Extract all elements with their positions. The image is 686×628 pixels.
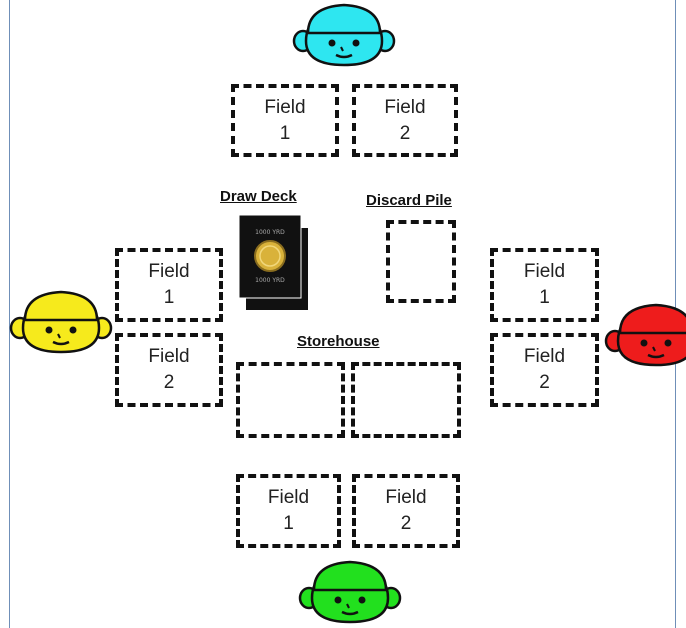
- player-left-face-icon: [9, 290, 113, 354]
- field-label: Field: [267, 487, 310, 508]
- storehouse-slot-1[interactable]: [236, 362, 345, 438]
- field-number: 2: [163, 372, 175, 393]
- frame-left-line: [9, 0, 10, 628]
- svg-text:1000 YRD: 1000 YRD: [255, 277, 285, 284]
- field-label: Field: [523, 346, 566, 367]
- field-label: Field: [384, 96, 426, 118]
- player-bottom-face-icon: [298, 560, 402, 624]
- field-number: 2: [399, 122, 411, 144]
- left-field-2[interactable]: Field 2: [115, 333, 223, 407]
- field-number: 1: [283, 513, 294, 534]
- discard-pile-slot[interactable]: [386, 220, 456, 303]
- field-number: 1: [279, 122, 291, 144]
- right-field-2[interactable]: Field 2: [490, 333, 599, 407]
- right-field-1[interactable]: Field 1: [490, 248, 599, 322]
- field-number: 1: [539, 287, 550, 308]
- draw-deck-cards-icon[interactable]: 1000 YRD 1000 YRD: [238, 212, 310, 312]
- top-field-1[interactable]: Field 1: [231, 84, 339, 157]
- player-top-face-icon: [292, 3, 396, 67]
- field-label: Field: [264, 96, 306, 118]
- field-label: Field: [148, 261, 190, 282]
- svg-text:1000 YRD: 1000 YRD: [255, 229, 285, 236]
- draw-deck-heading: Draw Deck: [220, 188, 297, 205]
- field-label: Field: [148, 346, 190, 367]
- bottom-field-1[interactable]: Field 1: [236, 474, 341, 548]
- storehouse-heading: Storehouse: [297, 333, 380, 350]
- field-number: 1: [163, 287, 175, 308]
- top-field-2[interactable]: Field 2: [352, 84, 458, 157]
- field-label: Field: [523, 261, 566, 282]
- field-number: 2: [400, 513, 412, 534]
- storehouse-slot-2[interactable]: [351, 362, 461, 438]
- field-number: 2: [539, 372, 550, 393]
- discard-pile-heading: Discard Pile: [366, 192, 452, 209]
- bottom-field-2[interactable]: Field 2: [352, 474, 460, 548]
- left-field-1[interactable]: Field 1: [115, 248, 223, 322]
- field-label: Field: [385, 487, 427, 508]
- player-right-face-icon: [604, 303, 686, 367]
